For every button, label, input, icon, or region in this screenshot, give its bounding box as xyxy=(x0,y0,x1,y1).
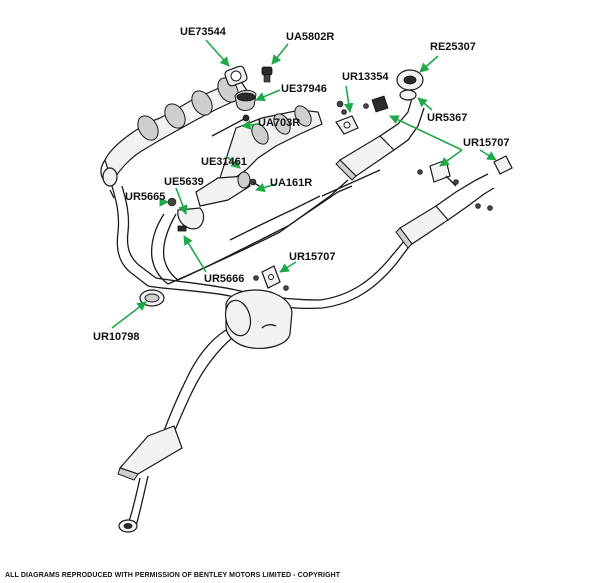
stud-strip xyxy=(211,114,250,137)
arrow-ue73544 xyxy=(205,39,230,67)
label-ua703r: UA703R xyxy=(258,117,300,129)
label-ur5666: UR5666 xyxy=(204,273,244,285)
leader-arrows xyxy=(111,39,497,329)
arrow-ua5802r xyxy=(271,43,289,65)
label-ur5665: UR5665 xyxy=(125,191,165,203)
arrow-ur5367 xyxy=(417,97,433,111)
manifold-gasket xyxy=(224,65,248,87)
arrow-ue31461 xyxy=(225,155,241,169)
arrow-ur15707-mid xyxy=(279,261,297,273)
label-ue5639: UE5639 xyxy=(164,176,204,188)
label-ua5802r: UA5802R xyxy=(286,31,334,43)
label-ur15707-top: UR15707 xyxy=(463,137,509,149)
label-ue73544: UE73544 xyxy=(180,26,227,38)
front-down-pipes xyxy=(109,185,179,307)
front-pipe-clamp xyxy=(167,197,205,232)
label-ur10798: UR10798 xyxy=(93,331,139,343)
label-ur13354: UR13354 xyxy=(342,71,389,83)
front-mounting-bracket xyxy=(335,95,389,135)
arrow-ue5639 xyxy=(175,187,188,215)
rear-silencer xyxy=(224,289,293,349)
label-ua161r: UA161R xyxy=(270,177,312,189)
downpipe-flange xyxy=(195,171,263,207)
arrow-ur13354 xyxy=(343,85,354,113)
label-ue31461: UE31461 xyxy=(201,156,247,168)
manifold-elbow xyxy=(234,89,257,111)
arrow-ua703r xyxy=(241,120,259,130)
arrow-ur10798 xyxy=(111,301,147,329)
arrow-ua161r xyxy=(255,182,277,193)
manifold-nut xyxy=(261,66,273,83)
label-re25307: RE25307 xyxy=(430,41,476,53)
label-ur5367: UR5367 xyxy=(427,112,467,124)
copyright-notice: ALL DIAGRAMS REPRODUCED WITH PERMISSION … xyxy=(5,572,341,579)
arrow-ur15707-top-a xyxy=(439,149,463,167)
silencer-hanger-bracket xyxy=(253,265,289,291)
arrow-ue37946 xyxy=(255,89,281,102)
rear-mounting-bracket xyxy=(417,155,513,211)
rear-manifold-flange xyxy=(396,69,424,101)
right-exhaust-manifold xyxy=(219,105,323,181)
rear-intermediate-silencer xyxy=(395,173,495,249)
arrow-ur15707-top-b xyxy=(479,149,497,161)
arrow-re25307 xyxy=(419,55,439,73)
intermediate-pipes xyxy=(147,179,353,297)
arrow-ur15707-top-c xyxy=(389,115,463,151)
label-ur15707-mid: UR15707 xyxy=(289,251,335,263)
part-labels: UE73544 UA5802R UE37946 UA703R UE31461 U… xyxy=(93,26,509,343)
arrow-ur5666 xyxy=(183,235,207,273)
front-silencer xyxy=(335,97,425,181)
label-ue37946: UE37946 xyxy=(281,83,327,95)
tail-pipe xyxy=(117,329,233,533)
rear-pipes xyxy=(229,169,415,310)
